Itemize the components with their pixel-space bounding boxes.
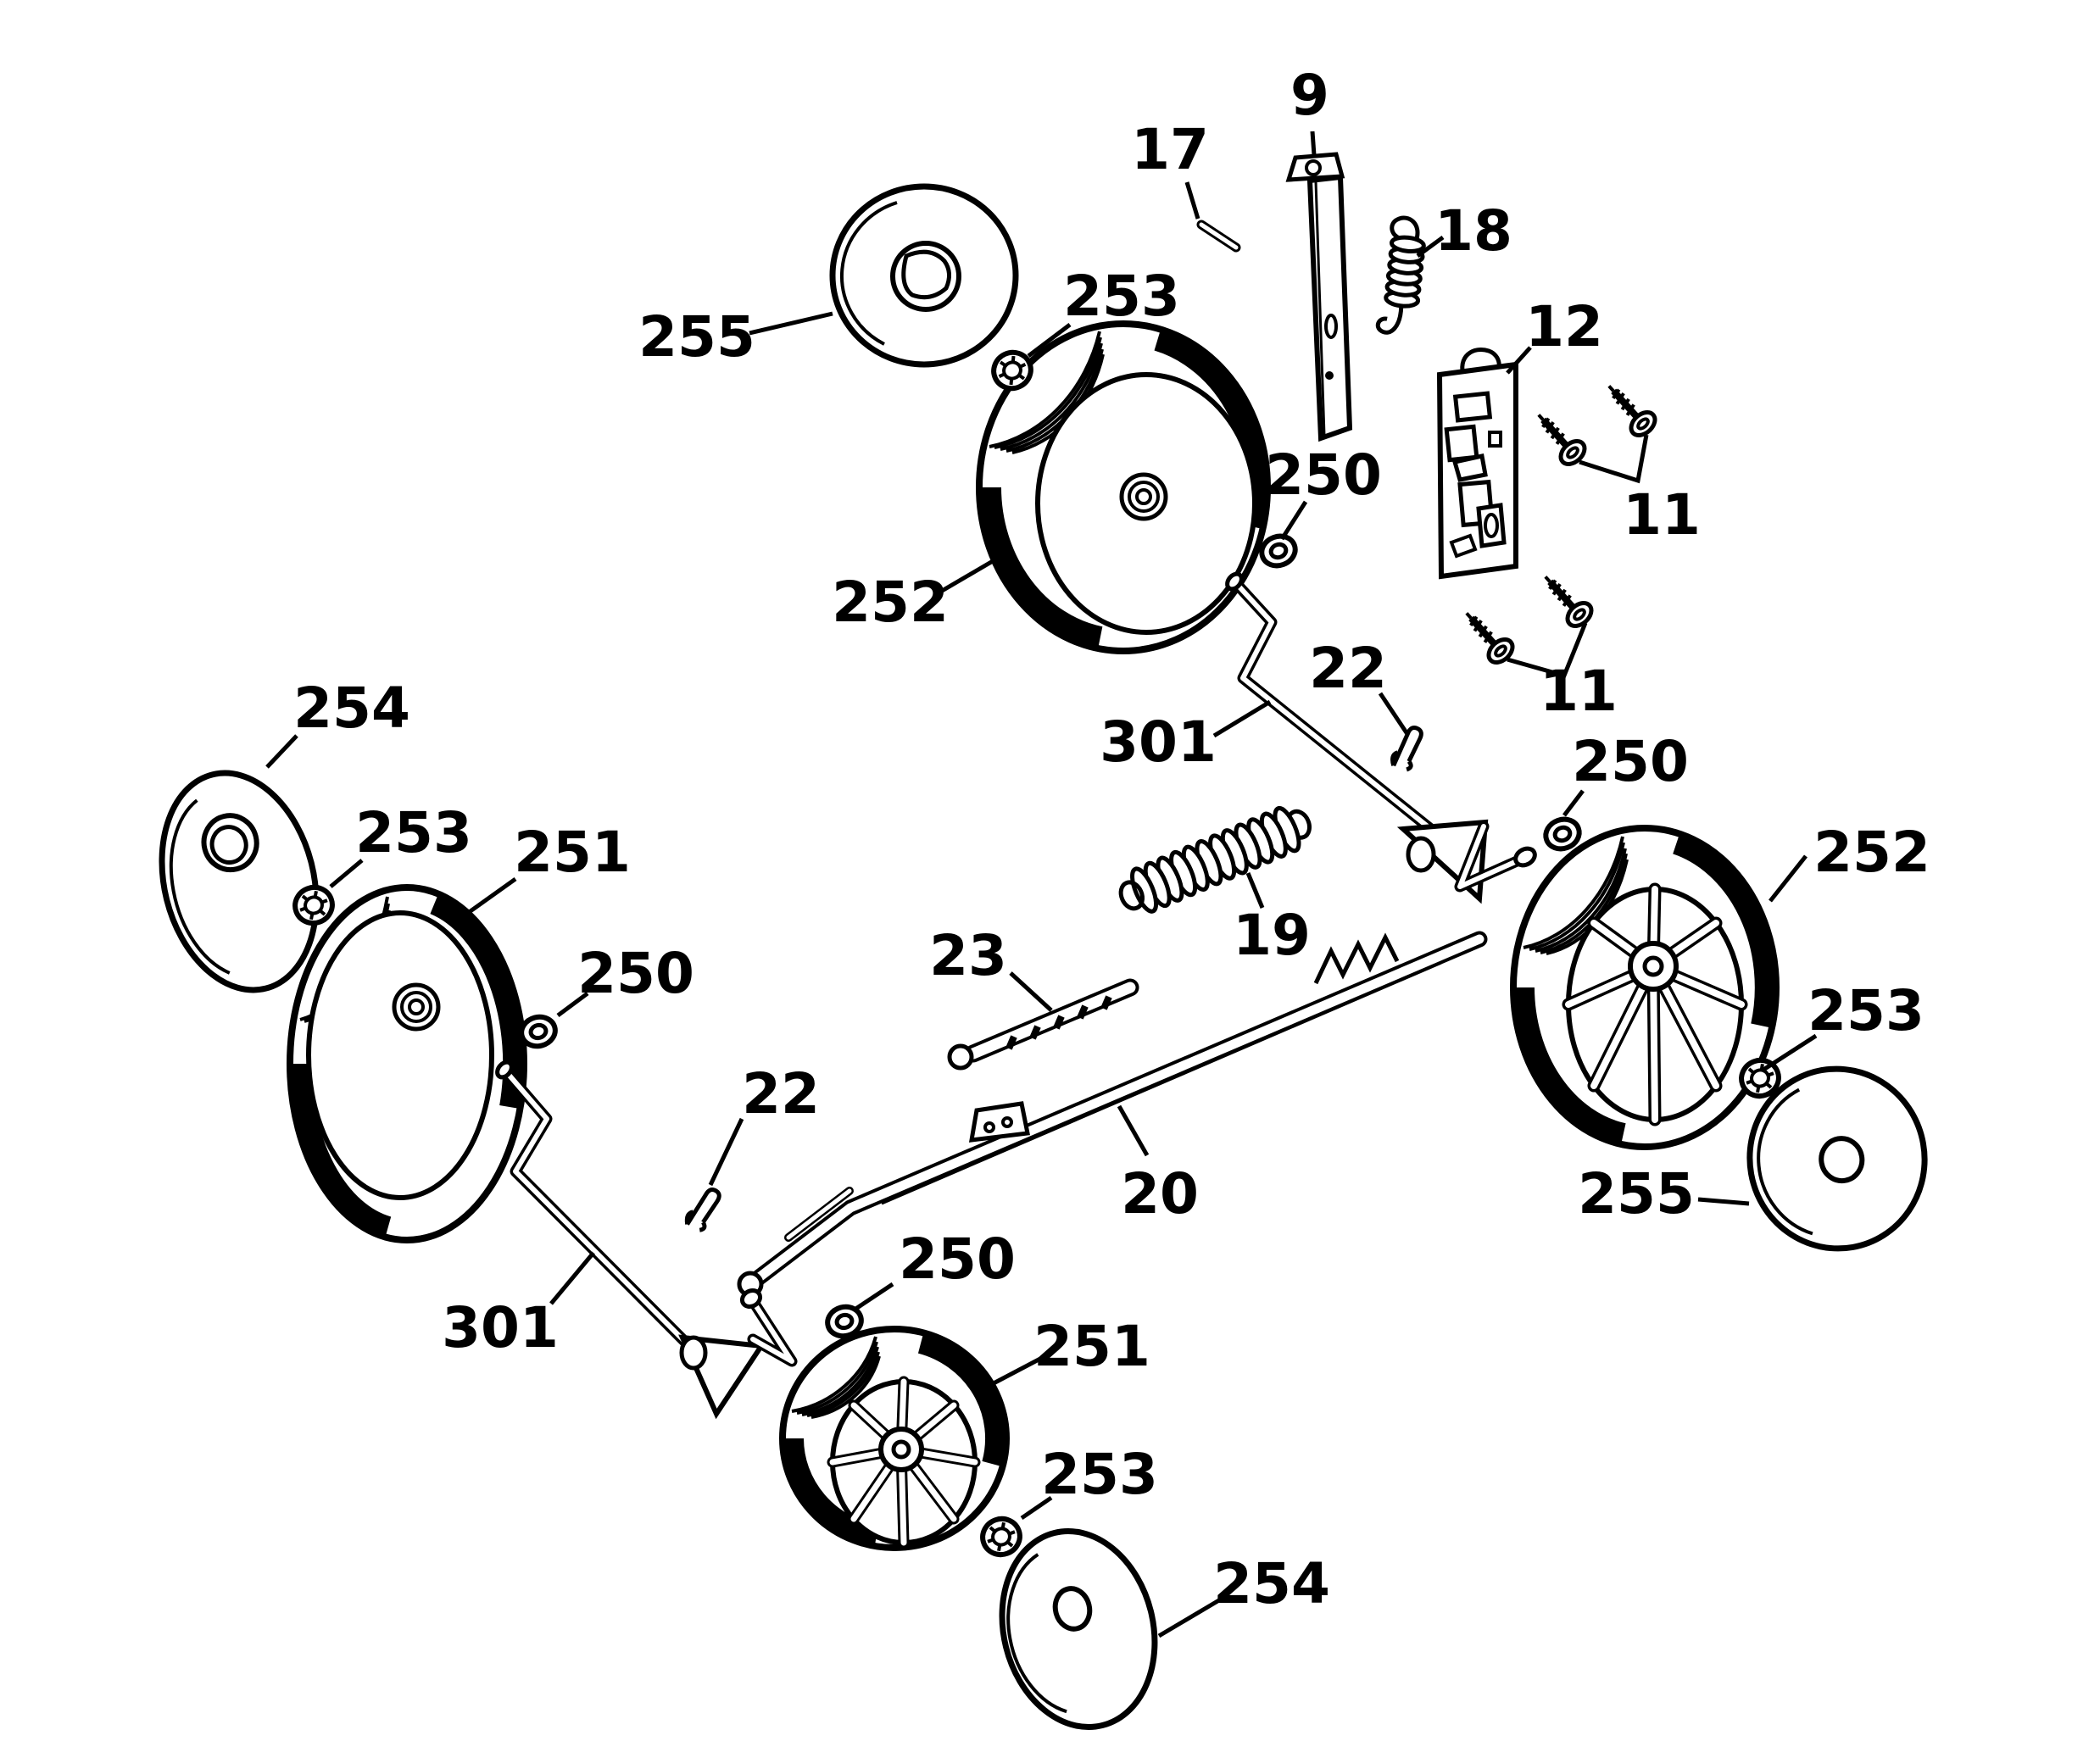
adjuster-bar-20 <box>737 931 1488 1298</box>
callout-253-top: 253 <box>1063 264 1180 329</box>
callout-12: 12 <box>1525 294 1603 359</box>
screw-11-b <box>1599 377 1659 440</box>
callout-22-left: 22 <box>742 1061 820 1126</box>
axle-rod-301-upper <box>1225 571 1537 904</box>
callout-250-bottom: 250 <box>899 1226 1016 1292</box>
wheel-252-top <box>976 320 1271 654</box>
hubcap-254-left <box>159 770 320 993</box>
callout-251-bottom: 251 <box>1033 1314 1150 1379</box>
callout-19: 19 <box>1233 903 1311 968</box>
callout-301-upper: 301 <box>1100 709 1217 775</box>
star-washer-253-bottom <box>978 1514 1025 1560</box>
callout-254-left: 254 <box>293 676 410 741</box>
wheel-251-bottom <box>779 1326 1010 1551</box>
callout-252-top: 252 <box>832 570 949 635</box>
callout-18: 18 <box>1434 198 1512 264</box>
notched-strip-23 <box>947 978 1139 1071</box>
bracket-plate-12 <box>1436 348 1518 580</box>
clip-22-left <box>685 1185 721 1233</box>
wheel-252-right <box>1510 825 1780 1150</box>
callout-254-bottom: 254 <box>1213 1551 1330 1616</box>
screw-11-d <box>1535 568 1596 631</box>
bar-tab <box>968 1101 1030 1143</box>
callout-11-upper: 11 <box>1623 482 1701 548</box>
screw-11-c <box>1457 604 1517 667</box>
spring-18 <box>1375 215 1426 335</box>
callout-250-right: 250 <box>1572 729 1689 794</box>
handle-bracket-9 <box>1285 152 1353 442</box>
callout-251-left: 251 <box>514 820 631 885</box>
pin-17 <box>1196 220 1241 253</box>
wheel-251-left <box>287 884 527 1243</box>
callout-250-top: 250 <box>1265 442 1382 508</box>
strip-eyelet <box>947 1043 974 1071</box>
leader-lines <box>265 131 1818 1638</box>
hubcap-254-bottom <box>999 1527 1158 1731</box>
callout-20: 20 <box>1121 1161 1199 1226</box>
bar-teeth <box>1313 932 1400 985</box>
callout-253-right: 253 <box>1808 978 1925 1043</box>
hubcap-255-top <box>829 183 1019 368</box>
callout-9: 9 <box>1290 63 1329 128</box>
screw-11-a <box>1529 406 1589 469</box>
part-labels: 9 17 18 12 11 11 255 253 252 250 301 22 … <box>293 63 1930 1616</box>
callout-255-top: 255 <box>638 304 755 370</box>
callout-17: 17 <box>1131 117 1209 182</box>
spring-19 <box>1118 805 1312 914</box>
callout-22-right: 22 <box>1309 636 1387 701</box>
callout-255-right: 255 <box>1578 1161 1695 1226</box>
callout-11-lower: 11 <box>1540 659 1618 724</box>
callout-252-right: 252 <box>1813 820 1930 885</box>
axle-rod-301-lower <box>495 1060 798 1420</box>
callout-250-left: 250 <box>577 941 694 1006</box>
callout-301-lower: 301 <box>442 1295 559 1360</box>
callout-253-bottom: 253 <box>1041 1442 1158 1507</box>
callout-253-left: 253 <box>355 800 472 865</box>
hubcap-255-right <box>1746 1065 1928 1252</box>
callout-23: 23 <box>929 923 1007 988</box>
